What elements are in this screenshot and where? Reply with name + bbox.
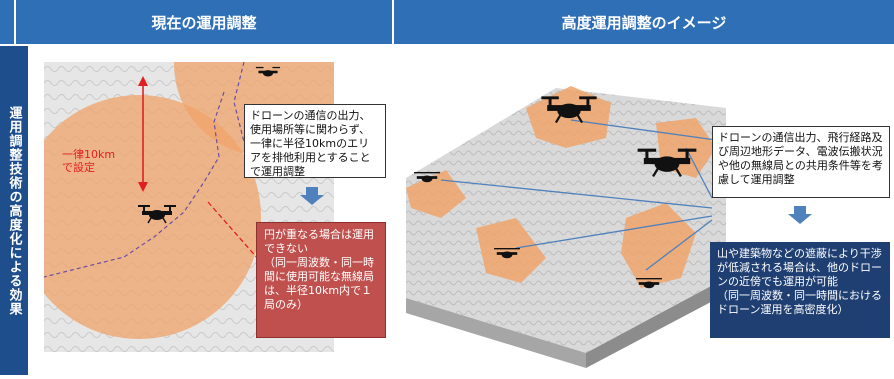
drone-icon [136,202,178,228]
drone-icon [632,144,702,182]
left-callout-bottom-text: 円が重なる場合は運用できない （同一周波数・同一時間に使用可能な無線局は、半径1… [264,228,374,311]
drone-icon [254,64,282,83]
right-zone-4 [621,203,696,288]
drone-icon [412,170,442,189]
right-header: 高度運用調整のイメージ [394,0,894,44]
corner-header [0,0,14,44]
radius-label: 一律10km で設定 [62,148,116,174]
right-zone-2 [406,170,466,218]
down-arrow-icon [788,206,812,228]
sidebar: 運用調整技術の高度化による効果 [0,46,28,375]
right-terrain [396,48,894,375]
right-callout-top-text: ドローンの通信出力、飛行経路及び周辺地形データ、電波伝搬状況や他の無線局との共用… [718,131,883,186]
right-callout-top: ドローンの通信出力、飛行経路及び周辺地形データ、電波伝搬状況や他の無線局との共用… [712,126,890,198]
right-callout-bottom-text: 山や建築物などの遮蔽により干渉が低減される場合は、他のドローンの近傍でも運用が可… [717,247,882,316]
down-arrow-icon [300,187,324,209]
right-header-title: 高度運用調整のイメージ [561,13,727,32]
sidebar-title: 運用調整技術の高度化による効果 [6,105,22,316]
left-header: 現在の運用調整 [16,0,392,44]
left-callout-bottom: 円が重なる場合は運用できない （同一周波数・同一時間に使用可能な無線局は、半径1… [256,222,386,338]
right-zone-3 [476,218,546,283]
left-header-title: 現在の運用調整 [151,13,257,32]
right-callout-bottom: 山や建築物などの遮蔽により干渉が低減される場合は、他のドローンの近傍でも運用が可… [710,242,890,338]
drone-icon [536,92,602,128]
left-callout-top: ドローンの通信の出力、使用場所等に関わらず、一律に半径10kmのエリアを排他利用… [244,104,386,178]
drone-icon [634,276,664,295]
drone-icon [492,246,522,265]
left-callout-top-text: ドローンの通信の出力、使用場所等に関わらず、一律に半径10kmのエリアを排他利用… [250,109,371,178]
